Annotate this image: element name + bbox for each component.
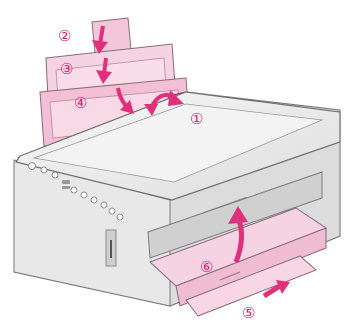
step-label-3: ③ [60, 60, 73, 78]
step-label-1: ① [190, 110, 203, 128]
step-label-4: ④ [74, 94, 87, 112]
step-label-6: ⑥ [200, 258, 213, 276]
step-label-5: ⑤ [242, 304, 255, 322]
memory-card-slot [106, 230, 116, 266]
step-label-2: ② [58, 27, 71, 45]
